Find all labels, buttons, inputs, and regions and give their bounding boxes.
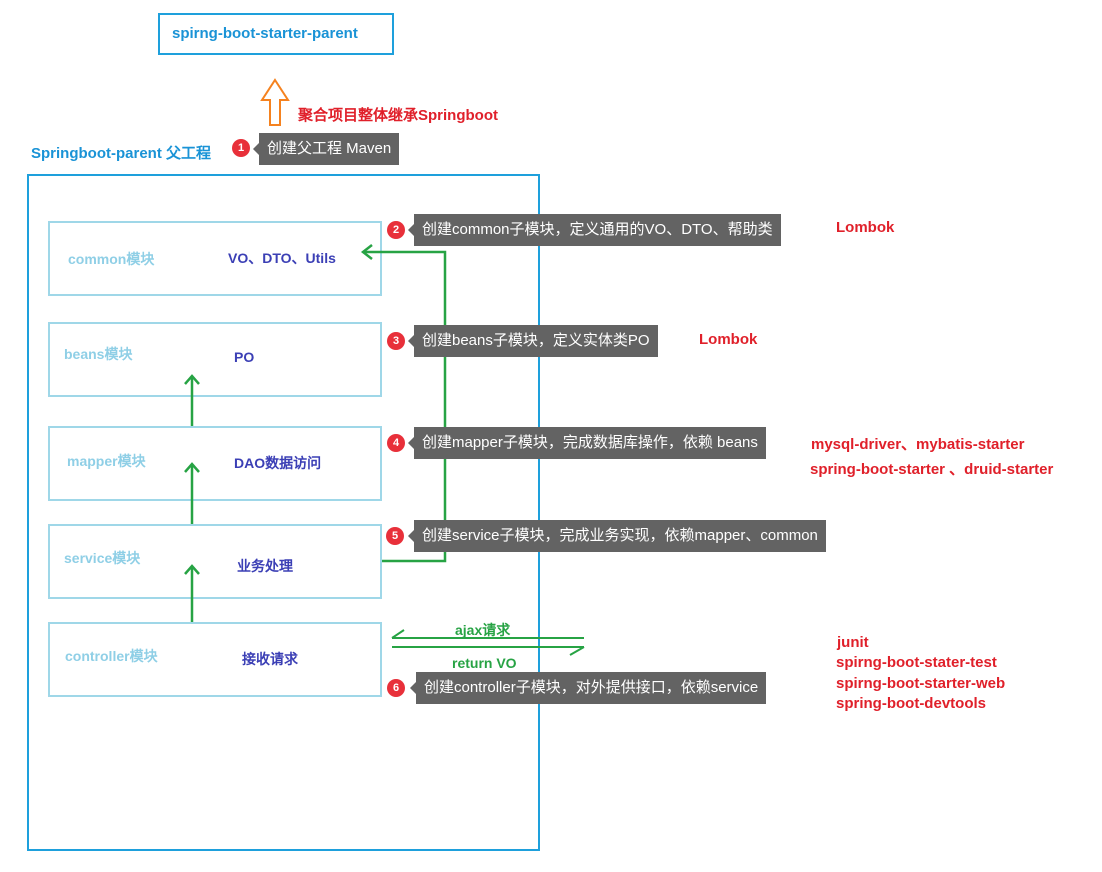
starter-parent-box: spirng-boot-starter-parent [158,13,394,55]
step-callout-2: 创建common子模块，定义通用的VO、DTO、帮助类 [408,214,781,246]
step-badge-6: 6 [387,679,405,697]
step-badge-4: 4 [387,434,405,452]
module-desc: PO [234,349,255,365]
ajax-request-arrow [391,629,584,639]
step-callout-6: 创建controller子模块，对外提供接口，依赖service [409,672,767,704]
dep-beans-lombok: Lombok [699,331,758,348]
dep-mapper-1: mysql-driver、mybatis-starter [811,436,1025,453]
module-desc: 接收请求 [242,651,298,667]
dependency-arrow-controller-service [184,564,200,622]
module-name: beans模块 [64,346,133,362]
module-name: mapper模块 [67,453,146,469]
dependency-arrow-mapper-beans [184,374,200,426]
module-controller: controller模块 接收请求 [48,622,382,697]
step-callout-3: 创建beans子模块，定义实体类PO [408,325,658,357]
return-vo-label: return VO [452,655,517,671]
module-desc: 业务处理 [237,558,293,574]
module-common: common模块 VO、DTO、Utils [48,221,382,296]
return-vo-arrow [392,646,585,656]
dep-controller-1: junit [837,634,869,651]
ajax-request-label: ajax请求 [455,622,511,638]
dep-controller-3: spirng-boot-starter-web [836,675,1006,692]
starter-parent-label: spirng-boot-starter-parent [172,25,358,42]
module-beans: beans模块 PO [48,322,382,397]
module-name: common模块 [68,251,155,267]
parent-project-container [27,174,540,851]
dep-controller-4: spring-boot-devtools [836,695,986,712]
step-callout-5: 创建service子模块，完成业务实现，依赖mapper、common [408,520,826,552]
step-callout-4: 创建mapper子模块，完成数据库操作，依赖 beans [408,427,766,459]
step-badge-3: 3 [387,332,405,350]
module-desc: VO、DTO、Utils [228,250,336,266]
module-service: service模块 业务处理 [48,524,382,599]
dep-mapper-2: spring-boot-starter 、druid-starter [810,461,1054,478]
module-desc: DAO数据访问 [234,455,322,471]
dependency-arrow-service-mapper [184,462,200,524]
step-badge-2: 2 [387,221,405,239]
parent-project-label: Springboot-parent 父工程 [31,145,211,162]
module-name: controller模块 [65,648,158,664]
dependency-arrow-service-common [360,244,447,563]
module-name: service模块 [64,550,141,566]
module-mapper: mapper模块 DAO数据访问 [48,426,382,501]
step-callout-1: 创建父工程 Maven [252,133,400,165]
inherit-note: 聚合项目整体继承Springboot [298,107,498,124]
dep-common-lombok: Lombok [836,219,895,236]
dep-controller-2: spirng-boot-stater-test [836,654,997,671]
step-badge-5: 5 [386,527,404,545]
inherit-arrow [260,78,290,126]
step-badge-1: 1 [232,139,250,157]
